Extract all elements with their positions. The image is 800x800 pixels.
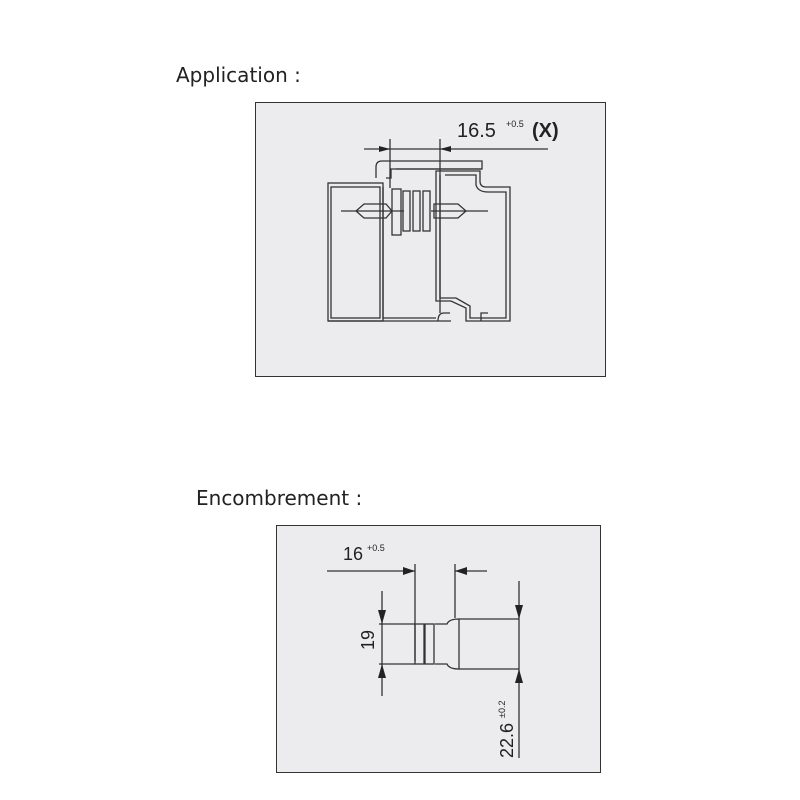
application-dimension-value: 16.5 xyxy=(457,120,496,142)
application-drawing-panel: 16.5 +0.5 (X) xyxy=(255,102,606,377)
encombrement-connector-drawing: 16 +0.5 19 22.6 ±0.2 xyxy=(327,543,523,758)
encombrement-drawing-panel: 16 +0.5 19 22.6 ±0.2 xyxy=(276,525,601,773)
encombrement-width-value: 16 xyxy=(343,544,363,564)
encombrement-heading: Encombrement : xyxy=(196,486,363,510)
encombrement-depth-value: 22.6 xyxy=(497,723,517,758)
application-profile-drawing: 16.5 +0.5 (X) xyxy=(327,119,559,322)
application-dimension-tolerance: +0.5 xyxy=(506,119,524,129)
encombrement-width-tolerance: +0.5 xyxy=(367,543,385,553)
application-heading: Application : xyxy=(176,63,301,87)
encombrement-depth-tolerance: ±0.2 xyxy=(497,701,507,718)
application-dimension-suffix: (X) xyxy=(532,120,559,142)
encombrement-height-value: 19 xyxy=(358,630,378,650)
